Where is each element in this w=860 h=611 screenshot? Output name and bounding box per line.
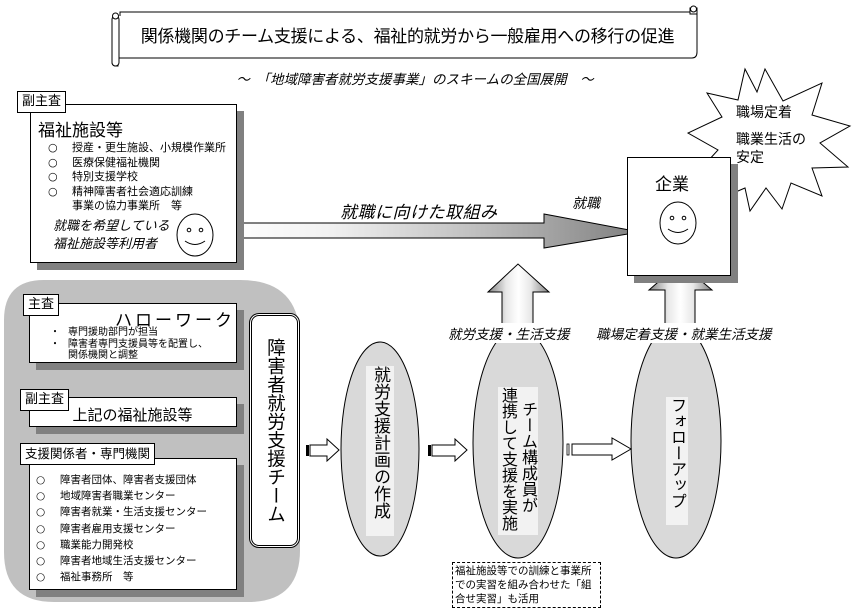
bullet-icon: ・ <box>50 327 60 338</box>
welfare-user-label: 就職を希望している 福祉施設等利用者 <box>53 218 170 254</box>
item-text: 福祉事務所 等 <box>60 571 134 584</box>
smiley-icon <box>659 201 697 245</box>
bullet-icon: ○ <box>36 490 46 503</box>
support-tag: 支援関係者・専門機関 <box>20 443 156 465</box>
burst-line-3: 安定 <box>736 150 764 166</box>
list-item: ○ 特別支援学校 <box>48 170 226 185</box>
item-text: 医療保健福祉機関 <box>72 155 160 169</box>
hellowork-tag: 主査 <box>23 294 60 316</box>
item-text: 精神障害者社会適応訓練 <box>72 184 193 198</box>
page-title: 関係機関のチーム支援による、福祉的就労から一般雇用への移行の促進 <box>140 26 675 47</box>
welfare-list: ○ 授産・更生施設、小規模作業所 ○ 医療保健福祉機関 ○ 特別支援学校 ○ 精神障害者… <box>48 141 226 214</box>
page-subtitle: ～ 「地域障害者就労支援事業」のスキームの全国展開 ～ <box>236 72 594 88</box>
list-item: ○ 地域障害者職業センター <box>36 488 207 504</box>
list-item: ○ 障害者雇用支援センター <box>36 521 207 537</box>
list-item: ○ 障害者就業・生活支援センター <box>36 504 207 520</box>
small-arrow-3 <box>566 437 632 461</box>
bullet-icon: ・ <box>50 338 60 350</box>
bullet-icon: ○ <box>36 571 46 584</box>
smiley-icon <box>176 213 214 257</box>
step-2-text-col2: 連携して支援を実施 <box>499 387 518 531</box>
bullet-icon: ○ <box>36 522 46 535</box>
list-item: ○ 授産・更生施設、小規模作業所 <box>48 141 226 156</box>
combined-training-note: 福祉施設等での訓練と事業所での実習を組み合わせた「組合せ実習」も活用 <box>452 562 601 608</box>
item-text: 職業能力開発校 <box>60 538 134 551</box>
welfare-heading: 福祉施設等 <box>38 121 123 141</box>
step-label-1: 就労支援計画の作成 <box>366 366 394 536</box>
up-arrow-1-label: 就労支援・生活支援 <box>448 323 570 343</box>
step-1-text: 就労支援計画の作成 <box>370 366 390 519</box>
user-line-2: 福祉施設等利用者 <box>53 237 158 252</box>
company-heading: 企業 <box>655 175 689 195</box>
small-arrow-1 <box>306 437 340 463</box>
main-arrow-label: 就職に向けた取組み <box>340 203 498 223</box>
burst-text: 職場定着 職業生活の 安定 <box>736 104 806 167</box>
welfare-sub-tag: 副主査 <box>20 389 70 411</box>
support-list: ○ 障害者団体、障害者支援団体 ○ 地域障害者職業センター ○ 障害者就業・生活支援セ… <box>36 472 207 585</box>
list-item: ○ 障害者地域生活支援センター <box>36 553 207 569</box>
bullet-icon: ○ <box>36 474 46 486</box>
hellowork-heading: ハローワーク <box>115 311 235 331</box>
step-label-3: フォローアップ <box>666 397 688 525</box>
list-item-continuation: 関係機関と調整 <box>68 350 138 361</box>
support-team-label: 障害者就労支援チーム <box>264 338 286 523</box>
welfare-tag: 副主査 <box>17 91 67 113</box>
item-text: 専門援助部門が担当 <box>68 327 158 338</box>
title-scroll <box>111 5 698 67</box>
list-item: ○ 福祉事務所 等 <box>36 569 207 585</box>
main-arrow <box>221 213 641 249</box>
list-item: ○ 障害者団体、障害者支援団体 <box>36 472 207 488</box>
user-line-1: 就職を希望している <box>53 219 170 234</box>
list-item: ・障害者専門支援員等を配置し、 <box>50 339 208 351</box>
bullet-icon: ○ <box>48 170 58 183</box>
burst-line-1: 職場定着 <box>736 105 792 121</box>
employment-label: 就職 <box>572 196 600 212</box>
item-text: 障害者専門支援員等を配置し、 <box>68 338 208 350</box>
item-text: 障害者雇用支援センター <box>60 522 176 535</box>
bullet-icon: ○ <box>36 538 46 551</box>
item-text: 授産・更生施設、小規模作業所 <box>72 141 226 154</box>
bullet-icon: ○ <box>48 184 58 198</box>
step-2-text-col1: チーム構成員が <box>519 401 538 513</box>
support-team-box: 障害者就労支援チーム <box>249 313 300 548</box>
burst-line-2: 職業生活の <box>736 132 806 148</box>
item-text: 障害者就業・生活支援センター <box>60 506 207 519</box>
item-text: 障害者団体、障害者支援団体 <box>60 474 197 486</box>
item-text: 障害者地域生活支援センター <box>60 555 197 568</box>
step-3-text: フォローアップ <box>668 397 687 509</box>
bullet-icon: ○ <box>36 555 46 568</box>
welfare-sub-text: 上記の福祉施設等 <box>72 406 193 424</box>
item-text: 地域障害者職業センター <box>60 490 176 503</box>
list-item: ○ 精神障害者社会適応訓練 <box>48 185 226 200</box>
bullet-icon: ○ <box>36 506 46 519</box>
up-arrow-2-label: 職場定着支援・就業生活支援 <box>596 323 772 343</box>
list-item-continuation: 事業の協力事業所 等 <box>72 199 182 212</box>
small-arrow-2 <box>428 437 468 463</box>
list-item: ○ 職業能力開発校 <box>36 537 207 553</box>
list-item: ・専門援助部門が担当 <box>50 327 208 339</box>
support-box <box>29 458 237 590</box>
bullet-icon: ○ <box>48 155 58 169</box>
hellowork-box <box>29 303 237 363</box>
list-item: ○ 医療保健福祉機関 <box>48 156 226 171</box>
bullet-icon: ○ <box>48 141 58 154</box>
step-label-2: チーム構成員が 連携して支援を実施 <box>498 387 538 535</box>
hellowork-list: ・専門援助部門が担当 ・障害者専門支援員等を配置し、 関係機関と調整 <box>50 327 208 362</box>
item-text: 特別支援学校 <box>72 170 138 183</box>
